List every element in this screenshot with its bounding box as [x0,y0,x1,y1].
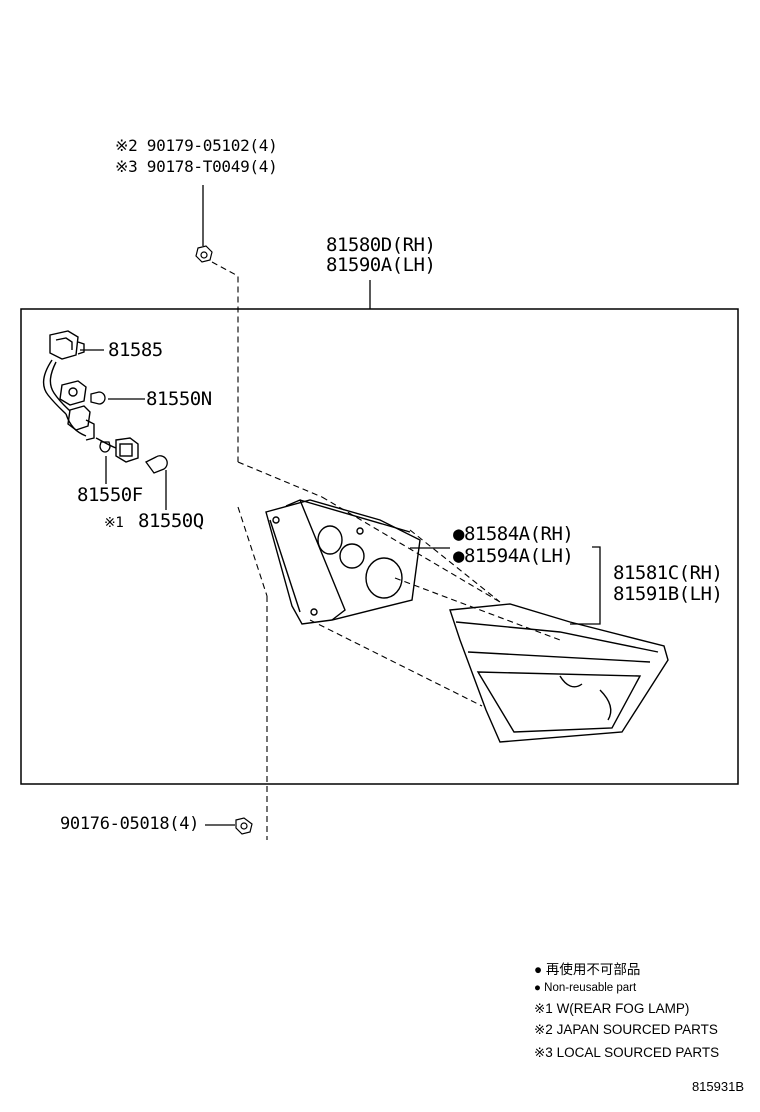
label-wire: 81585 [108,339,163,361]
label-bulb-f: 81550F [77,484,143,506]
upper-screw-icon [195,245,213,263]
bulb-f-icon [99,441,111,453]
label-lamp-assy-lh: 81590A(LH) [326,254,436,276]
label-bulb-n: 81550N [146,388,212,410]
bulb-q-icon [145,455,168,474]
label-lens-rh: 81581C(RH) [613,562,723,584]
label-lens-lh: 81591B(LH) [613,583,723,605]
label-screw-upper-jp: ※2 90179-05102(4) [115,136,278,155]
bulb-n-icon [90,391,106,405]
label-bulb-q-mark: ※1 [104,515,124,531]
label-screw-upper-local: ※3 90178-T0049(4) [115,157,278,176]
label-lamp-assy-rh: 81580D(RH) [326,234,436,256]
label-gasket-rh: ●81584A(RH) [453,523,574,545]
drawing-id: 815931B [691,1079,744,1094]
wire-harness-icon [42,330,139,463]
label-screw-lower: 90176-05018(4) [60,814,200,834]
leader-lens [570,546,601,625]
lower-screw-icon [235,817,253,835]
legend-local-sourced: ※3 LOCAL SOURCED PARTS [534,1045,720,1060]
legend-non-reusable-jp: ● 再使用不可部品 [534,962,641,977]
label-bulb-q: 81550Q [138,510,204,532]
label-gasket-lh: ●81594A(LH) [453,545,574,567]
dashed-guides [211,261,561,840]
legend-non-reusable-en: ● Non-reusable part [534,982,637,994]
legend-japan-sourced: ※2 JAPAN SOURCED PARTS [534,1022,718,1037]
legend-rear-fog: ※1 W(REAR FOG LAMP) [534,1001,690,1016]
gasket-icon [265,499,421,625]
lens-icon [449,603,669,743]
assembly-frame [20,308,739,785]
